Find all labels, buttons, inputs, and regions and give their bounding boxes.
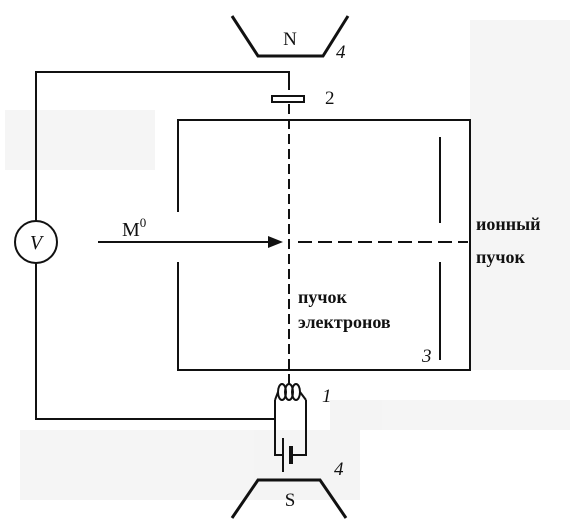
filament-coil	[274, 383, 307, 401]
anode-number: 2	[325, 88, 335, 109]
ionization-chamber	[177, 119, 471, 371]
south-pole-label: S	[285, 490, 296, 511]
voltmeter: V	[14, 220, 58, 264]
molecule-arrow	[98, 236, 283, 248]
magnet-north: N 4	[230, 15, 350, 63]
wire-filament-right	[291, 400, 307, 456]
molecule-label: M0	[122, 215, 146, 241]
north-pole-label: N	[283, 29, 297, 50]
magnet-south: S 4	[230, 459, 348, 519]
voltmeter-label: V	[30, 232, 45, 254]
anode-plate: 2	[271, 88, 335, 109]
electron-beam-label-line2: электронов	[298, 312, 391, 332]
plate-number: 3	[421, 346, 432, 367]
magnet-bottom-number: 4	[334, 459, 344, 480]
magnet-top-number: 4	[336, 42, 346, 63]
ion-beam-label-line2: пучок	[476, 247, 526, 267]
filament-number: 1	[322, 386, 332, 407]
background-bleed	[5, 20, 570, 500]
electron-beam-label-line1: пучок	[298, 287, 348, 307]
wire-filament-left	[274, 400, 283, 456]
wire-bottom	[35, 262, 275, 420]
battery	[282, 438, 293, 472]
ion-beam-label-line1: ионный	[476, 214, 541, 234]
accelerating-plate: 3	[421, 137, 441, 367]
circuit-wires	[35, 71, 307, 456]
wire-top	[35, 71, 290, 222]
